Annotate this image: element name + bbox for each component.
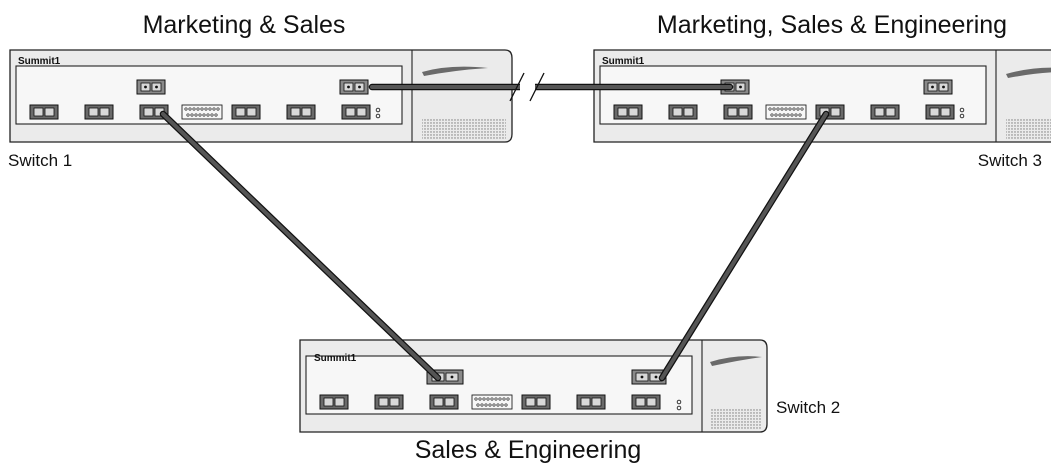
switch3-label: Switch 3 — [978, 151, 1042, 170]
console-port-icon — [471, 394, 513, 410]
switch2-group-title: Sales & Engineering — [415, 436, 642, 464]
link-switch1-switch3 — [368, 72, 734, 102]
status-led-icon — [375, 107, 381, 119]
switch1-group-title: Marketing & Sales — [143, 11, 346, 39]
port-row — [319, 394, 661, 410]
uplink-port-b — [339, 79, 369, 95]
status-led-icon — [676, 399, 682, 411]
console-port-icon — [765, 104, 807, 120]
link-switch3-switch2 — [658, 110, 830, 382]
uplink-port-b — [631, 369, 667, 385]
switch-1-chassis: Summit1 — [9, 49, 513, 143]
switch1-label: Switch 1 — [8, 151, 72, 170]
brand-logo: Summit1 — [602, 56, 645, 67]
brand-logo: Summit1 — [18, 56, 61, 67]
switch-2-chassis: Summit1 — [299, 339, 768, 433]
uplink-port-a — [136, 79, 166, 95]
port-row — [29, 104, 371, 120]
console-port-icon — [181, 104, 223, 120]
switch-3-chassis: Summit1 — [593, 49, 1051, 143]
uplink-port-b — [923, 79, 953, 95]
status-led-icon — [959, 107, 965, 119]
brand-logo: Summit1 — [314, 353, 357, 364]
switch2-label: Switch 2 — [776, 398, 840, 417]
link-switch1-switch2 — [159, 110, 442, 382]
switch3-group-title: Marketing, Sales & Engineering — [657, 11, 1007, 39]
